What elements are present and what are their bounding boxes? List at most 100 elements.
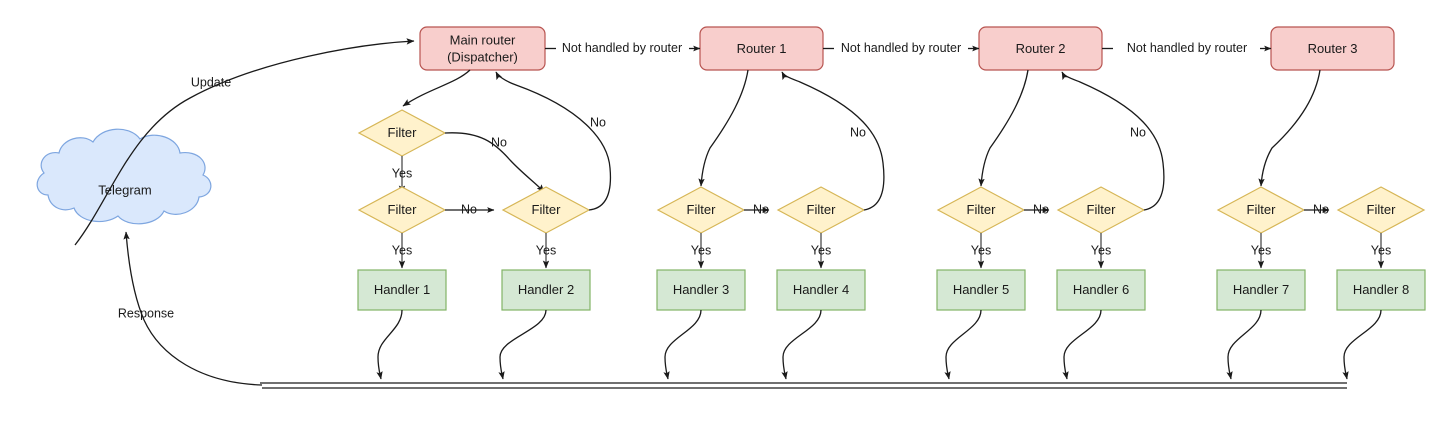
filter-8-yes-label: Yes: [1251, 243, 1271, 257]
filter-7-yes-label: Yes: [1091, 243, 1111, 257]
handler-2-bus-edge: [498, 309, 547, 380]
handler-3-node[interactable]: Handler 3: [656, 269, 746, 311]
handler-6-node[interactable]: Handler 6: [1056, 269, 1146, 311]
filter-4-no-label: No: [753, 202, 769, 216]
router-1-label: Router 1: [737, 41, 787, 56]
filter-1-yes-label: Yes: [392, 166, 412, 180]
handler-1-node[interactable]: Handler 1: [357, 269, 447, 311]
handler-3-bus-edge: [663, 309, 702, 380]
filter-6-yes-label: Yes: [971, 243, 991, 257]
filter-7-node[interactable]: Filter: [1056, 186, 1146, 234]
chain-label-2: Not handled by router: [841, 41, 961, 55]
main-router-branch: Filter Yes No Filter Filter No No Yes Ye…: [357, 69, 612, 269]
handler-2-node[interactable]: Handler 2: [501, 269, 591, 311]
handler-6-label: Handler 6: [1073, 282, 1129, 297]
handler-to-bus-edges: [376, 309, 1382, 380]
filter-8-no-label: No: [1313, 202, 1329, 216]
handler-7-bus-edge: [1226, 309, 1262, 380]
handler-7-label: Handler 7: [1233, 282, 1289, 297]
filter-1-node[interactable]: Filter: [357, 109, 447, 157]
filter-3-no-label: No: [590, 115, 606, 129]
filter-6-node[interactable]: Filter: [936, 186, 1026, 234]
filter-9-yes-label: Yes: [1371, 243, 1391, 257]
router-3-node[interactable]: Router 3: [1270, 26, 1395, 71]
main-router-label-line2: (Dispatcher): [447, 49, 518, 64]
telegram-cloud-node: Telegram: [36, 128, 212, 225]
main-router-label-line1: Main router: [450, 32, 516, 47]
filter-5-no-label: No: [850, 125, 866, 139]
filter-5-label: Filter: [807, 202, 837, 217]
filter-9-label: Filter: [1367, 202, 1397, 217]
filter-3-no-return-edge: [495, 71, 612, 211]
filter-8-label: Filter: [1247, 202, 1277, 217]
filter-5-node[interactable]: Filter: [776, 186, 866, 234]
handler-4-box[interactable]: [776, 269, 866, 311]
filter-2-no-label: No: [461, 202, 477, 216]
handler-6-box[interactable]: [1056, 269, 1146, 311]
update-edge-group: Update: [74, 38, 415, 246]
handler-5-node[interactable]: Handler 5: [936, 269, 1026, 311]
handler-8-box[interactable]: [1336, 269, 1426, 311]
response-edge-group: Response: [118, 231, 263, 386]
handler-2-box[interactable]: [501, 269, 591, 311]
filter-5-no-return-edge: [781, 71, 885, 211]
filter-2-node[interactable]: Filter: [357, 186, 447, 234]
filter-9-node[interactable]: Filter: [1336, 186, 1426, 234]
response-label: Response: [118, 306, 174, 320]
handler-7-box[interactable]: [1216, 269, 1306, 311]
filter-3-label: Filter: [532, 202, 562, 217]
filter-1-label: Filter: [388, 125, 418, 140]
main-router-node[interactable]: Main router (Dispatcher): [419, 26, 546, 71]
handler-8-bus-edge: [1342, 309, 1382, 380]
response-bus: [260, 382, 1347, 389]
filter-8-node[interactable]: Filter: [1216, 186, 1306, 234]
chain-label-3: Not handled by router: [1127, 41, 1247, 55]
filter-3-node[interactable]: Filter: [501, 186, 591, 234]
filter-7-label: Filter: [1087, 202, 1117, 217]
handler-5-label: Handler 5: [953, 282, 1009, 297]
router-1-to-filter-4-edge: [698, 69, 749, 187]
router-chain-edges: Not handled by router Not handled by rou…: [545, 41, 1272, 55]
router-2-label: Router 2: [1016, 41, 1066, 56]
update-label: Update: [191, 75, 231, 89]
router-2-branch: Filter Filter No No Yes Yes: [936, 69, 1165, 269]
router-1-node[interactable]: Router 1: [699, 26, 824, 71]
router-2-node[interactable]: Router 2: [978, 26, 1103, 71]
filter-6-label: Filter: [967, 202, 997, 217]
handler-5-bus-edge: [944, 309, 982, 380]
filter-6-no-label: No: [1033, 202, 1049, 216]
handler-1-label: Handler 1: [374, 282, 430, 297]
filter-2-yes-label: Yes: [392, 243, 412, 257]
filter-3-yes-label: Yes: [536, 243, 556, 257]
filter-1-no-label: No: [491, 135, 507, 149]
handler-5-box[interactable]: [936, 269, 1026, 311]
update-edge: [74, 38, 415, 246]
handler-1-box[interactable]: [357, 269, 447, 311]
handler-3-box[interactable]: [656, 269, 746, 311]
router-3-label: Router 3: [1308, 41, 1358, 56]
filter-2-label: Filter: [388, 202, 418, 217]
filter-5-yes-label: Yes: [811, 243, 831, 257]
handler-8-label: Handler 8: [1353, 282, 1409, 297]
filter-7-no-label: No: [1130, 125, 1146, 139]
handler-3-label: Handler 3: [673, 282, 729, 297]
filter-7-no-return-edge: [1061, 71, 1165, 211]
handler-4-label: Handler 4: [793, 282, 849, 297]
filter-4-label: Filter: [687, 202, 717, 217]
filter-4-node[interactable]: Filter: [656, 186, 746, 234]
handler-1-bus-edge: [376, 309, 403, 380]
router-1-branch: Filter Filter No No Yes Yes: [656, 69, 885, 269]
router-3-branch: Filter Filter No Yes Yes: [1216, 69, 1426, 269]
handler-4-node[interactable]: Handler 4: [776, 269, 866, 311]
filter-4-yes-label: Yes: [691, 243, 711, 257]
handler-4-bus-edge: [781, 309, 822, 380]
handler-2-label: Handler 2: [518, 282, 574, 297]
handler-8-node[interactable]: Handler 8: [1336, 269, 1426, 311]
filter-1-no-edge: [444, 132, 545, 193]
handler-7-node[interactable]: Handler 7: [1216, 269, 1306, 311]
router-3-to-filter-8-edge: [1258, 69, 1321, 187]
handler-6-bus-edge: [1062, 309, 1102, 380]
router-2-to-filter-6-edge: [978, 69, 1029, 187]
chain-label-1: Not handled by router: [562, 41, 682, 55]
